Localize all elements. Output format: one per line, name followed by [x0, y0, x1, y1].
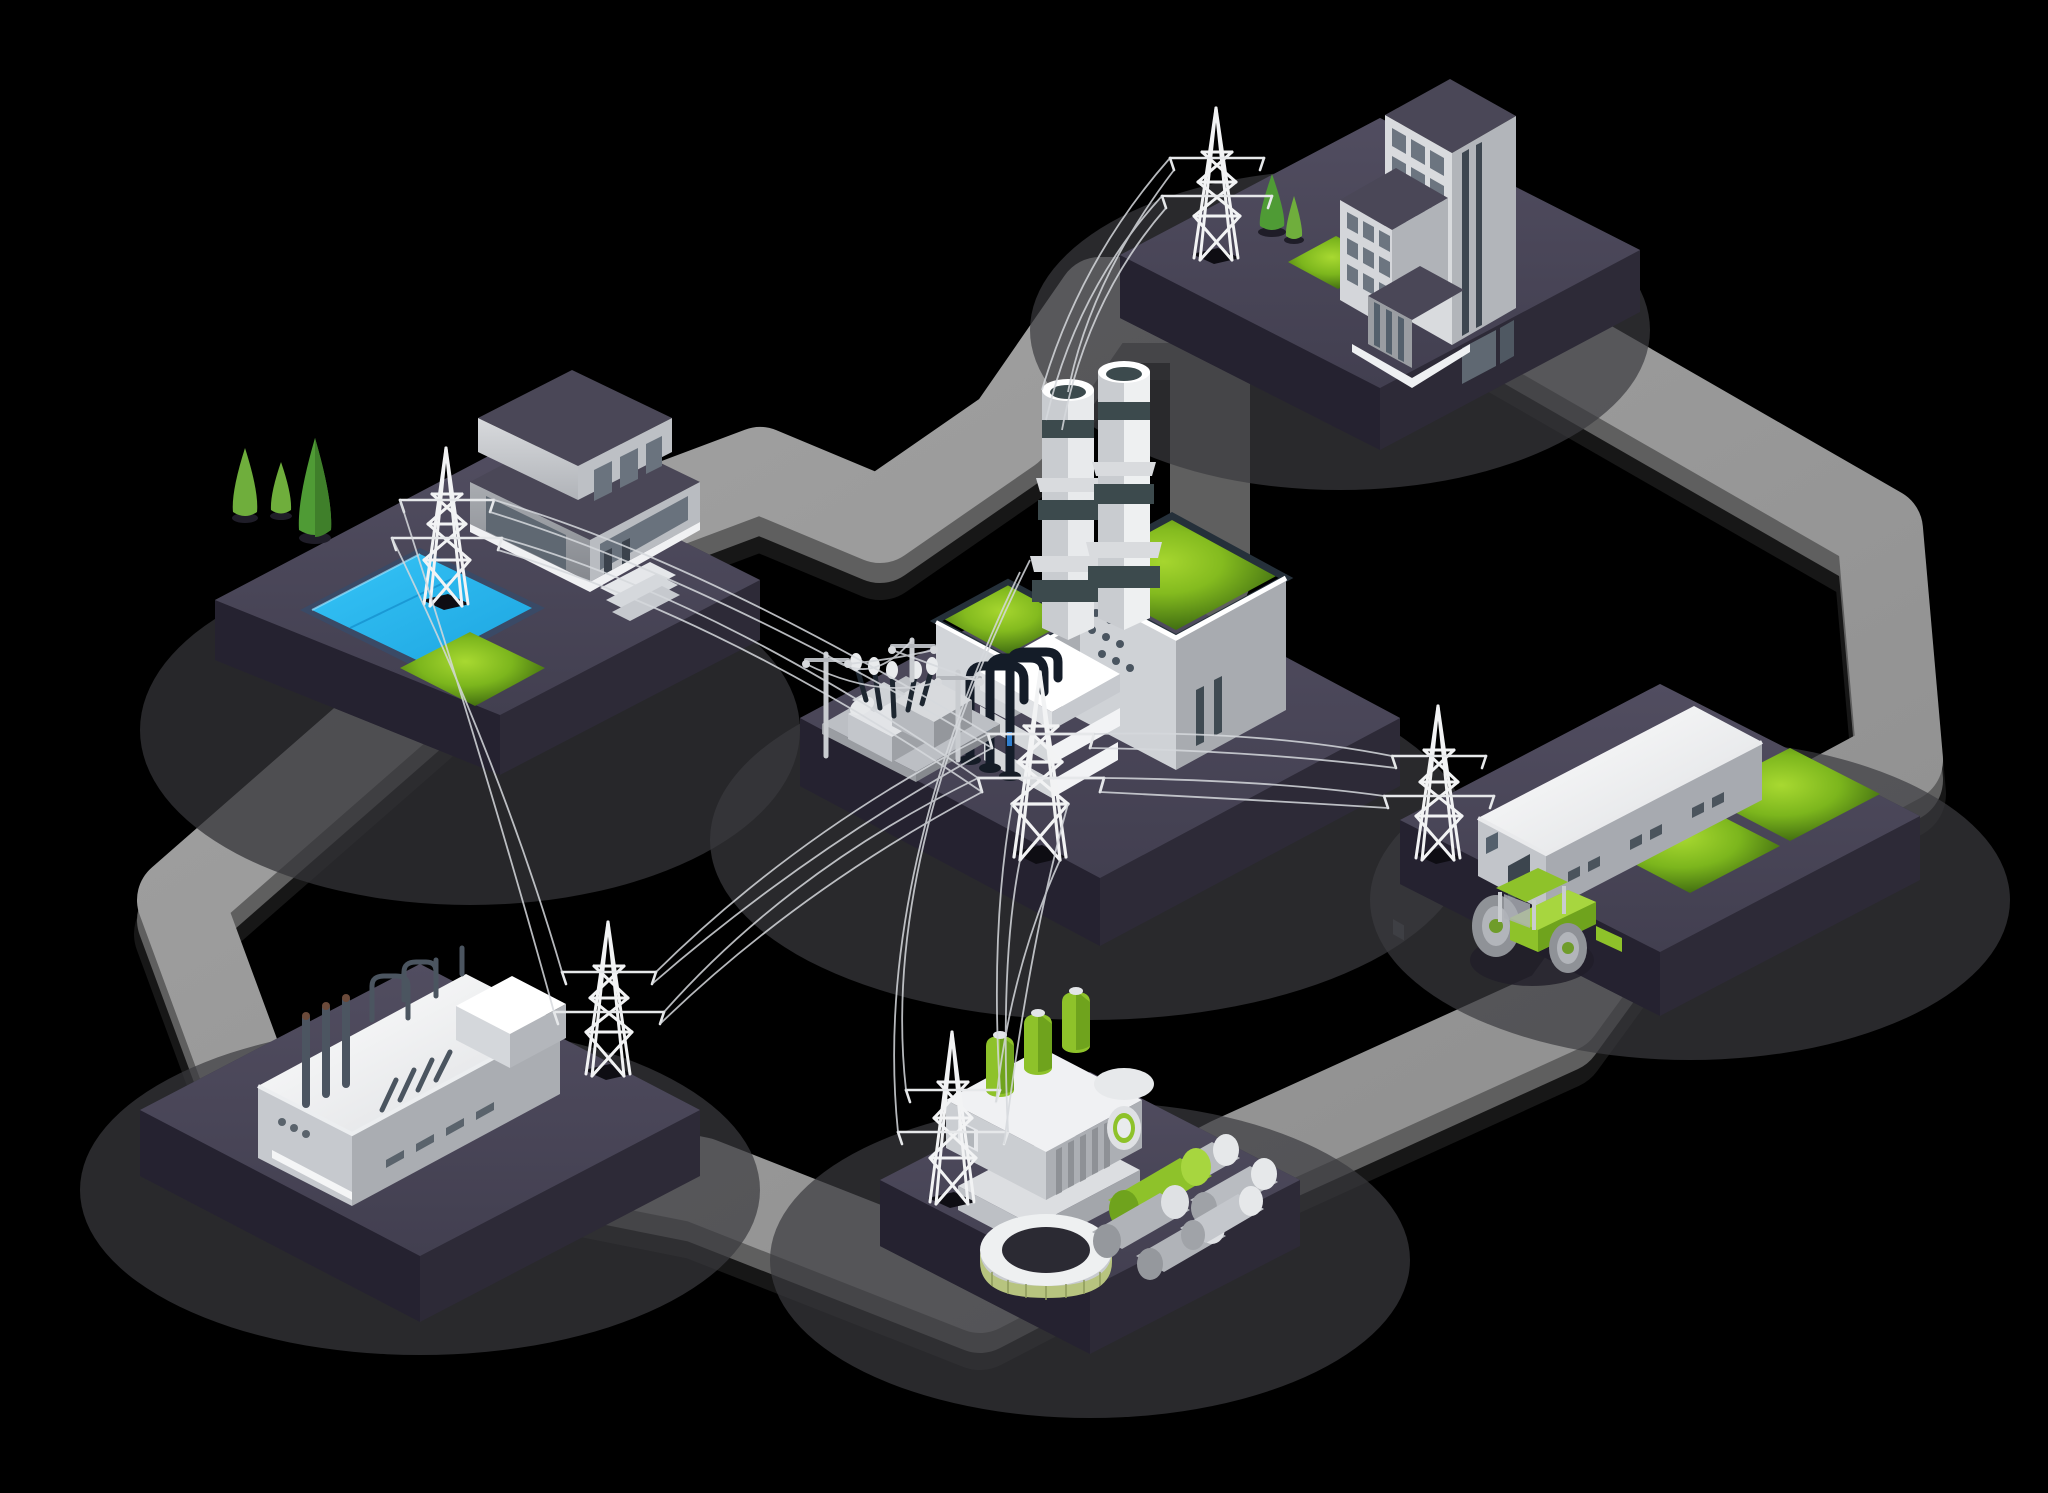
smokestack-left	[1030, 379, 1106, 640]
factory-island[interactable]	[80, 920, 760, 1355]
factory-roof-pipes	[369, 945, 465, 1023]
barn-right	[1546, 742, 1762, 912]
pylon-farm[interactable]	[1382, 704, 1496, 864]
tree	[270, 462, 292, 520]
tractor-cab-roof	[1496, 868, 1568, 902]
tower-podium-window	[1462, 330, 1496, 384]
factory-annex-front	[456, 1006, 510, 1068]
factory-facade-dots	[278, 1118, 310, 1138]
silo	[1024, 1009, 1052, 1075]
tractor-front-wheel	[1549, 923, 1587, 973]
office-block[interactable]	[1340, 168, 1470, 388]
barn-window	[1486, 832, 1498, 854]
circular-tank[interactable]	[980, 1214, 1112, 1300]
office-roof	[1340, 168, 1448, 230]
exhaust-pipe-caps	[302, 994, 350, 1020]
farm-island[interactable]	[1370, 684, 2010, 1060]
silo	[1062, 987, 1090, 1053]
residential-lawn	[400, 632, 545, 706]
unit-drum	[1094, 1068, 1154, 1100]
factory-front	[258, 1086, 352, 1206]
tower-podium-window-2	[1500, 320, 1514, 364]
factory-exhaust-pipes	[302, 996, 350, 1108]
barn-roof-edge	[1477, 740, 1763, 857]
city-island[interactable]	[1030, 79, 1650, 941]
barn-roof	[1478, 706, 1762, 854]
factory-facade-dashes	[386, 1102, 494, 1168]
villa-upper-roof	[478, 370, 672, 466]
tree	[1258, 174, 1286, 237]
island-side-left	[800, 718, 1100, 946]
residential-island[interactable]	[140, 370, 800, 905]
tree	[1284, 196, 1304, 244]
unit-body-front	[946, 1100, 1046, 1200]
factory-vent-slots	[379, 1049, 453, 1113]
tree	[298, 438, 332, 544]
substation-pad-side	[822, 724, 916, 782]
tree-group-city	[1258, 174, 1304, 244]
tractor-front-scoop	[1596, 926, 1622, 952]
plant-vents	[1196, 676, 1222, 746]
pylon-residential[interactable]	[390, 446, 504, 610]
modern-villa[interactable]	[470, 370, 700, 621]
tree	[232, 448, 258, 523]
barn-vents	[1568, 792, 1724, 882]
island-side-left	[215, 600, 500, 775]
tower-roof	[1385, 79, 1516, 153]
pylon-factory[interactable]	[552, 920, 666, 1080]
powerplant-island[interactable]	[710, 361, 1470, 1020]
island-side-left	[1120, 255, 1380, 450]
pool-lane-line	[349, 574, 461, 629]
plant-pipework	[965, 647, 1063, 779]
factory-building[interactable]	[257, 945, 566, 1206]
factory-right	[352, 1022, 560, 1206]
barn-warehouse[interactable]	[1477, 706, 1763, 912]
villa-upper-windows	[594, 436, 662, 501]
office-canopy	[1368, 266, 1464, 320]
tractor-body-top	[1510, 890, 1596, 930]
factory-annex-right	[510, 1004, 566, 1068]
storage-tank-cluster[interactable]	[1092, 1134, 1278, 1280]
island-side-left	[140, 1110, 420, 1322]
transmission-cables	[391, 157, 1397, 1145]
substation-poles	[802, 637, 984, 763]
storage-tank	[1092, 1185, 1190, 1258]
factory-base-trim	[272, 1150, 352, 1200]
unit-grille	[1056, 1121, 1110, 1195]
pylon-gasplant[interactable]	[896, 1030, 1010, 1208]
smokestack-right	[1086, 361, 1162, 630]
factory-annex-roof	[456, 976, 566, 1034]
gasplant-island[interactable]	[770, 987, 1410, 1418]
tower-right-stripes	[1462, 142, 1482, 336]
tractor-cab-glass	[1504, 894, 1530, 928]
office-base	[1352, 344, 1470, 388]
slab-top-right	[1052, 674, 1120, 730]
tower-right	[1452, 116, 1516, 345]
tractor-cab-frame	[1498, 886, 1566, 930]
pool-edge-highlight	[311, 553, 421, 611]
storage-tank	[1180, 1186, 1264, 1250]
tree-group-residential	[232, 438, 332, 544]
factory-roof-edge	[257, 1020, 561, 1137]
villa-upper-front	[478, 418, 578, 500]
unit-gauge	[1107, 1106, 1141, 1150]
tractor[interactable]	[1470, 868, 1622, 986]
pylon-city[interactable]	[1160, 106, 1274, 264]
office-canopy-stripes	[1374, 302, 1404, 362]
pylon-substation[interactable]	[976, 670, 1106, 864]
